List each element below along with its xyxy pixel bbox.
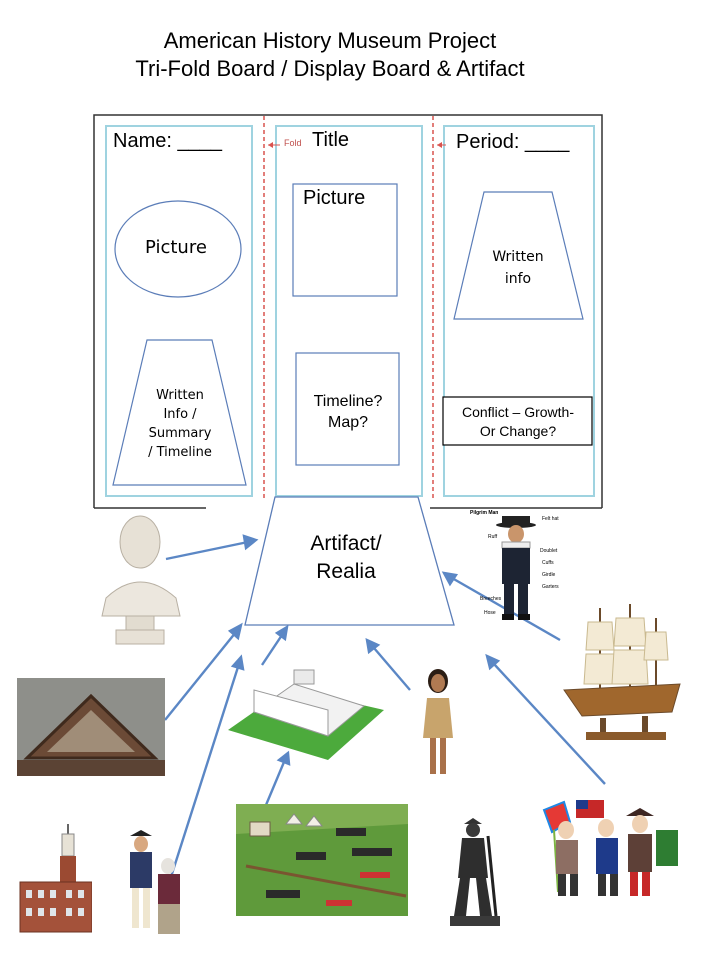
bust-icon <box>101 515 181 645</box>
artifact-trapezoid <box>244 496 455 626</box>
pilgrim-label: Girdle <box>542 572 556 578</box>
page-title-line-1: American History Museum Project <box>163 28 497 53</box>
left-written-trapezoid <box>112 339 247 486</box>
pilgrim-label: Felt hat <box>542 516 559 522</box>
minuteman-statue-icon <box>450 818 500 926</box>
pilgrim-label: Doublet <box>540 548 558 554</box>
pilgrim-label: Ruff <box>488 534 498 540</box>
left-panel <box>105 125 253 497</box>
independence-hall-icon <box>19 824 92 933</box>
conflict-text: Conflict – Growth- Or Change? <box>461 404 575 439</box>
center-picture-label: Picture <box>303 187 366 209</box>
white-house-model-icon <box>228 669 384 760</box>
timeline-map-box <box>295 352 400 466</box>
fold-label: Fold <box>284 138 302 148</box>
native-doll-icon <box>423 669 453 774</box>
patriot-figures-icon <box>542 800 678 896</box>
battle-diorama-icon <box>236 804 408 916</box>
pilgrim-figure-icon: Pilgrim Man Felt hat Ruff Doublet Cuffs … <box>466 510 570 626</box>
pilgrim-label: Hose <box>484 610 496 616</box>
center-picture-box <box>292 183 398 297</box>
board-title-label: Title <box>312 129 350 151</box>
arrows <box>164 534 606 881</box>
right-panel <box>443 125 595 497</box>
center-panel <box>275 125 423 497</box>
right-written-trapezoid <box>453 191 584 320</box>
board-outline <box>93 114 603 508</box>
pilgrim-label: Breeches <box>480 596 502 602</box>
timeline-map-text: Timeline? Map? <box>313 393 383 431</box>
page-title-line-2: Tri-Fold Board / Display Board & Artifac… <box>135 56 525 81</box>
colonial-figures-icon <box>130 830 180 934</box>
ship-model-icon <box>563 604 681 740</box>
period-label: Period: ____ <box>456 131 570 153</box>
artifact-label: Artifact/ Realia <box>310 532 382 583</box>
right-written-text: Written info <box>492 249 544 287</box>
name-label: Name: ____ <box>113 130 222 152</box>
left-picture-label: Picture <box>145 237 207 258</box>
pilgrim-label: Cuffs <box>542 560 554 566</box>
pilgrim-label-title: Pilgrim Man <box>470 510 499 516</box>
fort-model-icon <box>17 678 165 776</box>
conflict-box <box>442 396 593 446</box>
left-picture-ellipse <box>114 200 242 298</box>
left-written-text: Written Info / Summary / Timeline <box>148 388 212 460</box>
pilgrim-label: Garters <box>542 584 559 590</box>
